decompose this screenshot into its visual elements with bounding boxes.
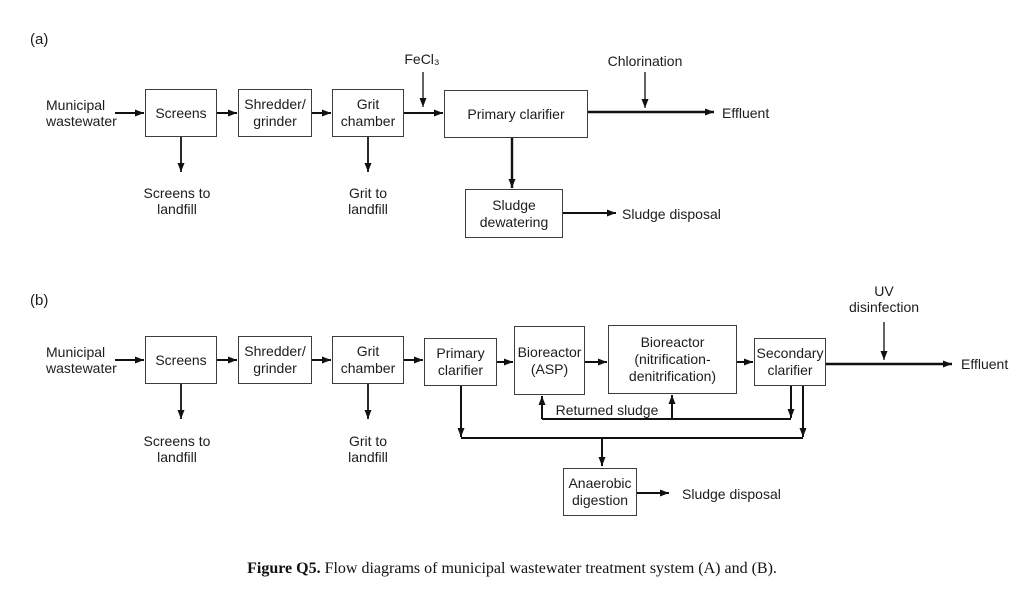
node-shredder-a-label: Shredder/ grinder [244,96,306,129]
screens-landfill-label-b: Screens to landfill [143,433,211,465]
node-shredder-b: Shredder/ grinder [238,336,312,384]
uv-disinfection-label: UV disinfection [848,283,920,315]
source-stream-label-a: Municipal wastewater [46,97,117,129]
node-primary-clarifier-b-label: Primary clarifier [436,345,485,378]
fecl3-label: FeCl₃ [404,51,440,67]
node-grit-b-label: Grit chamber [340,343,396,376]
screens-landfill-label-a: Screens to landfill [143,185,211,217]
node-screens-b-label: Screens [155,351,207,368]
diagram-a-label: (a) [30,31,49,48]
node-bioreactor-asp: Bioreactor (ASP) [514,326,585,395]
node-sludge-dewatering: Sludge dewatering [465,189,563,238]
sludge-disposal-label-a: Sludge disposal [622,206,721,222]
node-screens-b: Screens [145,336,217,384]
node-grit-b: Grit chamber [332,336,404,384]
node-primary-clarifier-b: Primary clarifier [424,338,497,386]
node-grit-a-label: Grit chamber [340,96,396,129]
figure-caption-text: Flow diagrams of municipal wastewater tr… [320,560,777,577]
diagram-b-label: (b) [30,292,49,309]
node-screens-a-label: Screens [155,104,207,121]
grit-landfill-label-a: Grit to landfill [348,185,388,217]
figure-caption-prefix: Figure Q5. [247,560,321,577]
effluent-label-a: Effluent [722,105,770,121]
node-bioreactor-nitrification: Bioreactor (nitrification- denitrificati… [608,325,737,394]
returned-sludge-label: Returned sludge [555,402,659,418]
node-secondary-clarifier-label: Secondary clarifier [756,345,824,378]
node-primary-clarifier-a-label: Primary clarifier [467,105,565,122]
node-sludge-dewatering-label: Sludge dewatering [479,196,549,230]
node-anaerobic-digestion-label: Anaerobic digestion [568,475,632,508]
figure-caption: Figure Q5. Flow diagrams of municipal wa… [0,560,1024,578]
effluent-label-b: Effluent [961,356,1009,372]
node-bioreactor-nitrification-label: Bioreactor (nitrification- denitrificati… [628,334,717,384]
grit-landfill-label-b: Grit to landfill [348,433,388,465]
node-anaerobic-digestion: Anaerobic digestion [563,468,637,516]
node-shredder-a: Shredder/ grinder [238,89,312,137]
source-stream-label-b: Municipal wastewater [46,344,117,376]
node-grit-a: Grit chamber [332,89,404,137]
node-secondary-clarifier: Secondary clarifier [754,338,826,386]
node-bioreactor-asp-label: Bioreactor (ASP) [517,343,582,377]
node-primary-clarifier-a: Primary clarifier [444,90,588,138]
node-shredder-b-label: Shredder/ grinder [244,343,306,376]
sludge-disposal-label-b: Sludge disposal [682,486,781,502]
node-screens-a: Screens [145,89,217,137]
chlorination-label: Chlorination [607,53,683,69]
